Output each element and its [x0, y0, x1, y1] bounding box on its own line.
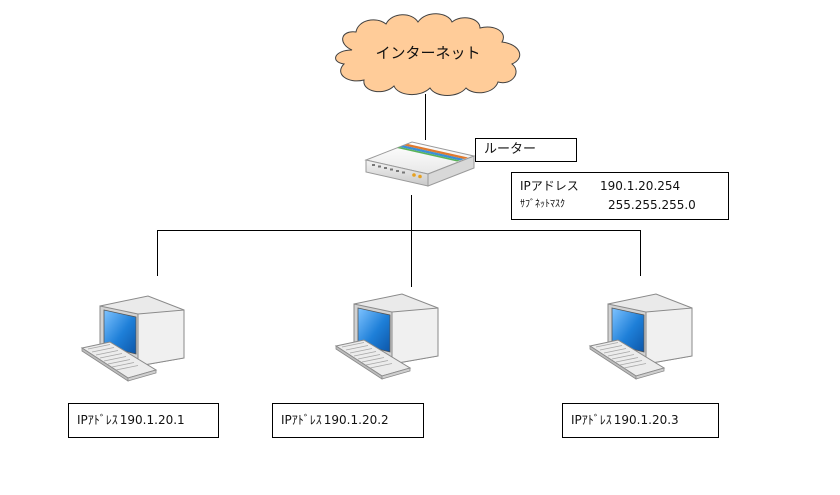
internet-label: インターネット [375, 44, 481, 62]
router-icon [364, 141, 476, 187]
pc-icon [588, 293, 693, 380]
pc1-ip-value: 190.1.20.1 [119, 413, 185, 427]
pc3-ip-label: IPｱﾄﾞﾚｽ [571, 413, 612, 427]
router-stripe-green [397, 147, 460, 162]
router-stripe-orange [404, 144, 468, 159]
keyboard-icon [588, 339, 666, 380]
keyboard-icon [334, 339, 412, 380]
router-ip-label: IPアドレス [520, 179, 579, 193]
router-side [427, 155, 475, 187]
router-ports [372, 164, 422, 179]
router-stripe-blue [400, 145, 464, 161]
router-info: IPアドレス 190.1.20.254 ｻﾌﾞﾈｯﾄﾏｽｸ 255.255.25… [511, 172, 729, 220]
connection-lines [157, 94, 641, 287]
internet-cloud-icon [335, 13, 521, 96]
pc-icon [334, 293, 439, 380]
router-subnet-row: ｻﾌﾞﾈｯﾄﾏｽｸ 255.255.255.0 [520, 196, 720, 215]
pc2-ip-label: IPｱﾄﾞﾚｽ [281, 413, 322, 427]
router-subnet-label: ｻﾌﾞﾈｯﾄﾏｽｸ [520, 199, 565, 211]
pc-icon [80, 295, 185, 382]
router-label-text: ルーター [484, 141, 537, 157]
pc3-ip-value: 190.1.20.3 [613, 413, 679, 427]
monitor-icon [607, 293, 693, 365]
pc2-label: IPｱﾄﾞﾚｽ 190.1.20.2 [272, 403, 424, 438]
pc1-label: IPｱﾄﾞﾚｽ 190.1.20.1 [68, 403, 219, 438]
router-subnet-value: 255.255.255.0 [608, 198, 696, 212]
router-ip-row: IPアドレス 190.1.20.254 [520, 177, 720, 196]
router-ip-value: 190.1.20.254 [600, 179, 681, 193]
pc1-ip-label: IPｱﾄﾞﾚｽ [77, 413, 118, 427]
keyboard-icon [80, 341, 158, 382]
pc2-ip-value: 190.1.20.2 [323, 413, 389, 427]
pc3-label: IPｱﾄﾞﾚｽ 190.1.20.3 [562, 403, 719, 438]
router-label: ルーター [475, 138, 577, 162]
